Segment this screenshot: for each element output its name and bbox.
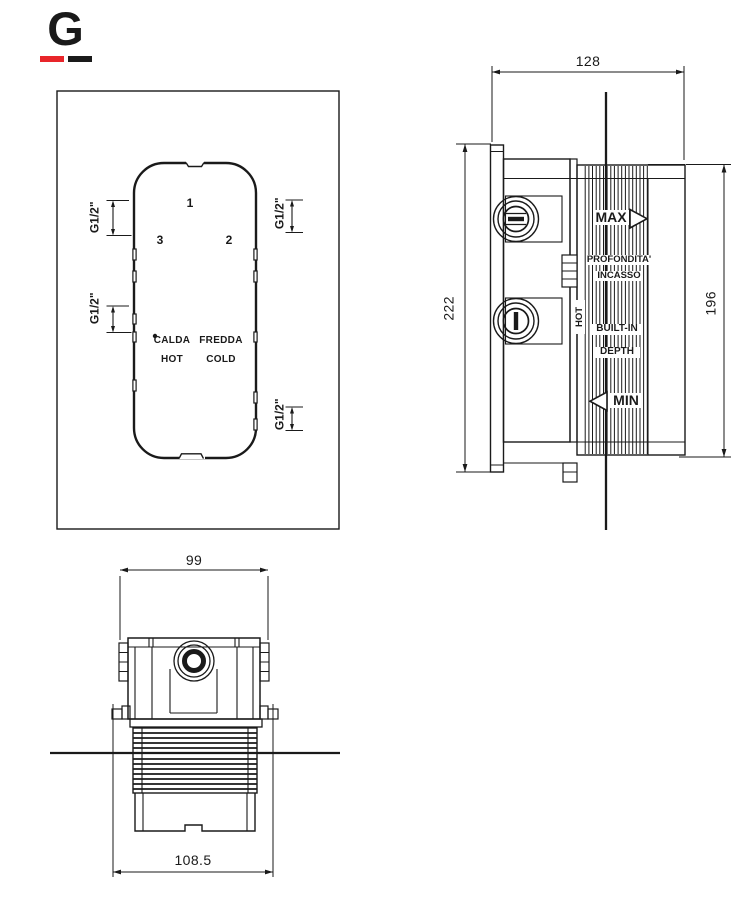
side-view-linework <box>456 66 731 530</box>
dim-222 <box>456 143 491 473</box>
protection-sleeve <box>576 164 686 456</box>
thread-dimension-arrows <box>106 199 303 432</box>
logo-letter: G <box>47 2 84 55</box>
profondita-label: PROFONDITA' <box>586 254 652 265</box>
incasso-label: INCASSO <box>595 271 643 281</box>
dim-108-5 <box>112 704 274 877</box>
thread-label-left-top: G1/2" <box>87 201 102 234</box>
bottom-view-linework <box>50 567 340 877</box>
logo-black-dash <box>68 56 92 62</box>
logo-red-dash <box>40 56 64 62</box>
depth-label: DEPTH <box>594 346 640 358</box>
dim-196 <box>679 164 731 458</box>
max-label: MAX <box>593 210 629 225</box>
dim-222-label: 222 <box>440 296 457 321</box>
dim-99-label: 99 <box>185 552 203 568</box>
dim-196-label: 196 <box>702 291 719 316</box>
hot-label: HOT <box>160 354 183 365</box>
cold-label: COLD <box>206 354 236 365</box>
thread-label-left-mid: G1/2" <box>87 292 102 325</box>
logo: G <box>38 4 96 66</box>
wall-plate-outline <box>56 90 340 530</box>
hot-marker-label: HOT <box>574 299 585 334</box>
centre-outlet-port <box>169 640 218 714</box>
max-arrow-icon <box>629 208 649 230</box>
fredda-label: FREDDA <box>199 335 243 346</box>
outlet-3-label: 3 <box>156 233 164 247</box>
dim-108-5-label: 108.5 <box>174 852 212 868</box>
inlet-port-top <box>492 195 540 243</box>
built-in-label: BUILT-IN <box>591 323 643 335</box>
dim-128-label: 128 <box>575 53 601 69</box>
outlet-1-label: 1 <box>186 196 194 210</box>
body-edge-lugs <box>132 248 258 431</box>
min-arrow-icon <box>588 390 608 412</box>
thread-label-right-top: G1/2" <box>272 197 287 230</box>
thread-label-right-bottom: G1/2" <box>272 398 287 431</box>
front-view-linework <box>56 90 340 530</box>
min-label: MIN <box>609 393 643 408</box>
inlet-port-bottom <box>492 297 540 345</box>
calda-label: CALDA <box>153 335 191 346</box>
outlet-2-label: 2 <box>225 233 233 247</box>
body-pin-hole <box>152 333 158 339</box>
dim-99 <box>119 567 269 640</box>
ribbed-section <box>132 727 258 794</box>
dim-128 <box>491 66 685 160</box>
